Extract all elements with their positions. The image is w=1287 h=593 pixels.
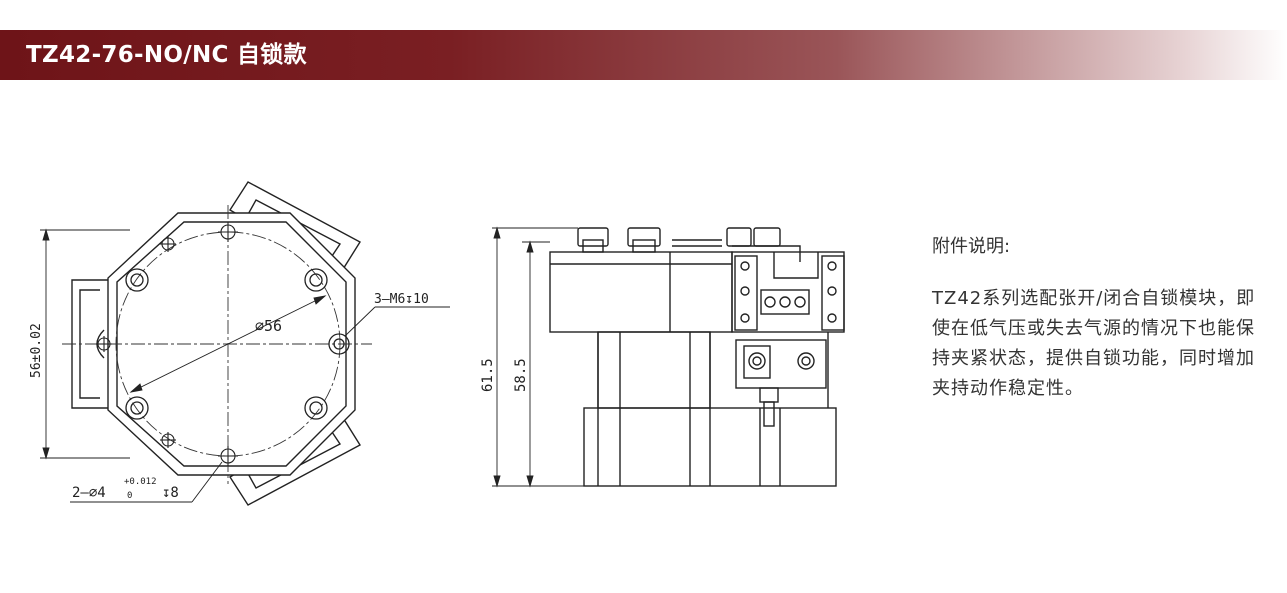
pin-tol-upper: +0.012 bbox=[124, 477, 157, 487]
page-title: TZ42-76-NO/NC 自锁款 bbox=[26, 42, 307, 68]
bolt-holes bbox=[125, 268, 350, 420]
header-banner: TZ42-76-NO/NC 自锁款 bbox=[0, 30, 1287, 80]
top-fittings bbox=[577, 227, 781, 253]
side-main-body bbox=[583, 331, 837, 487]
pin-holes bbox=[96, 222, 238, 466]
pin-callout: 2–⌀4 bbox=[72, 485, 106, 501]
side-view bbox=[549, 227, 845, 487]
accessory-notes: 附件说明: TZ42系列选配张开/闭合自锁模块，即使在低气压或失去气源的情况下也… bbox=[932, 232, 1272, 404]
pin-depth: ↧8 bbox=[162, 485, 179, 501]
lock-module bbox=[731, 251, 845, 333]
front-dimensions bbox=[40, 228, 450, 503]
valve-block bbox=[735, 339, 827, 427]
notes-title: 附件说明: bbox=[932, 236, 1011, 257]
side-dimensions bbox=[492, 226, 584, 488]
notes-body: TZ42系列选配张开/闭合自锁模块，即使在低气压或失去气源的情况下也能保持夹紧状… bbox=[932, 288, 1256, 399]
front-height-dim: 56±0.02 bbox=[29, 323, 44, 378]
pitch-circle-dim: ⌀56 bbox=[255, 317, 282, 335]
side-total-dim: 61.5 bbox=[480, 358, 496, 392]
thread-callout: 3–M6↧10 bbox=[374, 292, 429, 307]
side-body-dim: 58.5 bbox=[513, 358, 529, 392]
top-housing bbox=[549, 245, 801, 333]
pin-tol-lower: 0 bbox=[127, 491, 132, 501]
